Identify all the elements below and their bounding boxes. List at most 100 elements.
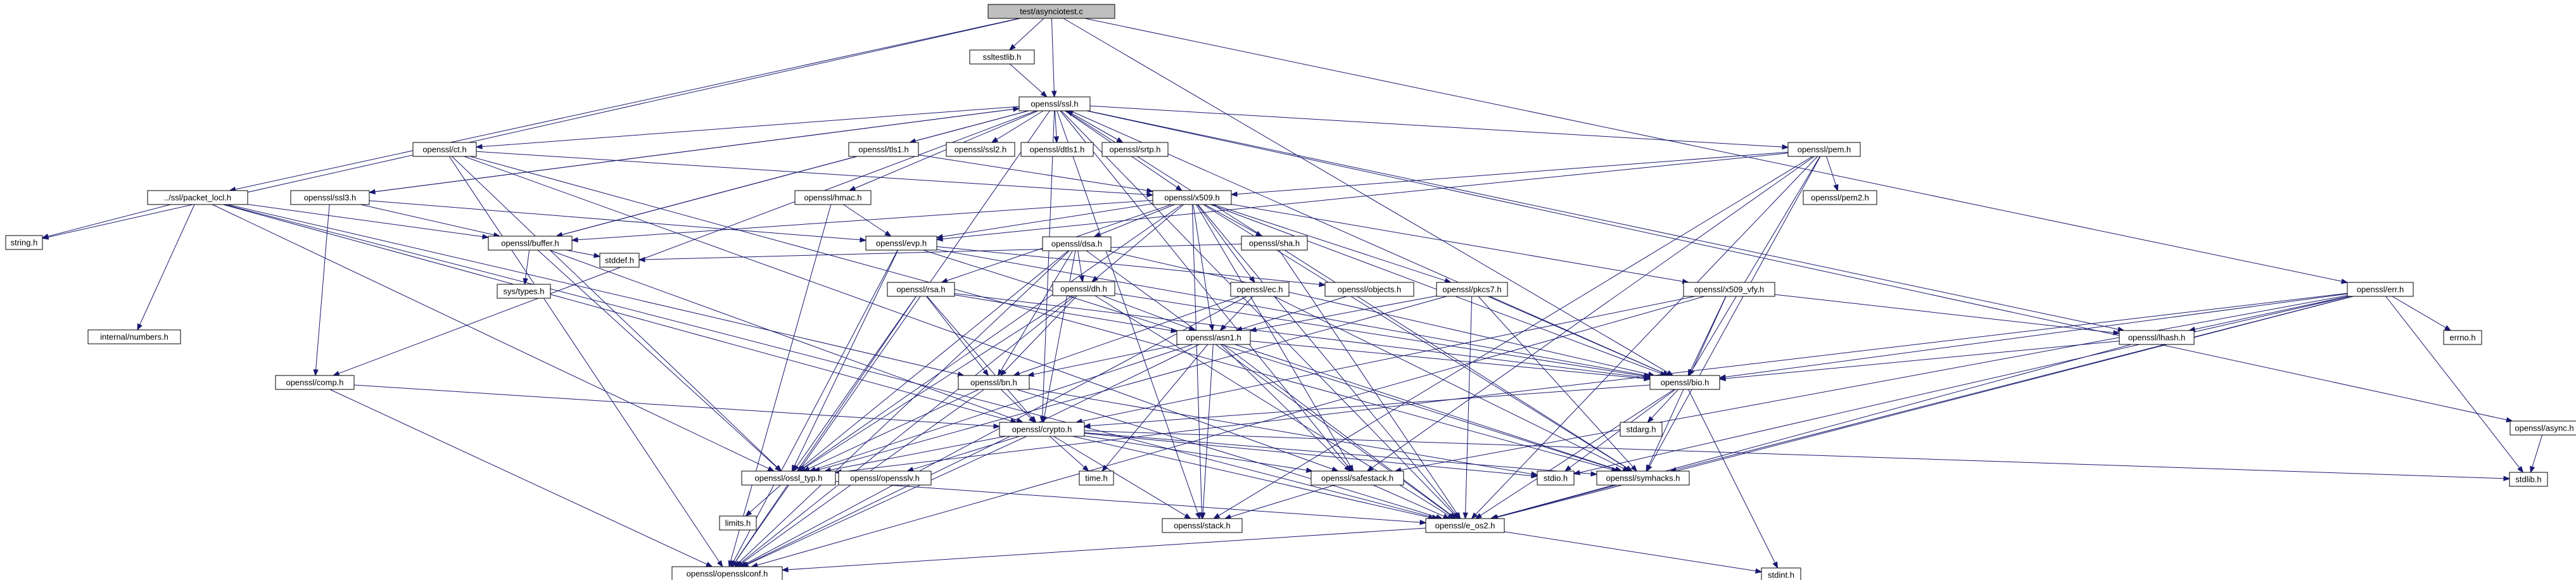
node-err[interactable]: openssl/err.h <box>2347 282 2414 297</box>
node-objects[interactable]: openssl/objects.h <box>1324 282 1414 297</box>
node-label: openssl/symhacks.h <box>1606 474 1680 483</box>
node-time[interactable]: time.h <box>1079 470 1114 486</box>
node-lhash[interactable]: openssl/lhash.h <box>2119 330 2195 345</box>
node-stdlib[interactable]: stdlib.h <box>2509 472 2548 487</box>
include-edge-asn1-to-opensslconf <box>746 344 1200 565</box>
include-edge-evp-to-opensslconf <box>733 249 898 562</box>
include-edge-eos2-to-opensslconf <box>787 527 1426 571</box>
node-stddef[interactable]: stddef.h <box>599 253 640 268</box>
node-box <box>1079 470 1114 486</box>
arrowhead-icon <box>1175 185 1183 191</box>
include-edge-dh-to-ossltyp <box>804 295 1074 469</box>
node-crypto[interactable]: openssl/crypto.h <box>999 422 1085 437</box>
node-dtls1[interactable]: openssl/dtls1.h <box>1020 142 1094 157</box>
include-edge-x509-to-eos2 <box>1197 204 1456 515</box>
node-opensslv[interactable]: openssl/opensslv.h <box>838 470 932 486</box>
arrowhead-icon <box>1230 191 1238 197</box>
node-box <box>2347 282 2414 297</box>
node-comp[interactable]: openssl/comp.h <box>275 375 355 390</box>
node-opensslconf[interactable]: openssl/opensslconf.h <box>671 566 783 580</box>
include-edge-dh-to-asn1 <box>1102 295 1190 329</box>
node-rsa[interactable]: openssl/rsa.h <box>887 282 955 297</box>
include-edge-x509-to-asn1 <box>1193 204 1212 325</box>
node-x509[interactable]: openssl/x509.h <box>1152 190 1232 205</box>
node-pem2[interactable]: openssl/pem2.h <box>1803 190 1877 205</box>
arrowhead-icon <box>1146 192 1154 198</box>
node-stdarg[interactable]: stdarg.h <box>1620 422 1663 437</box>
node-box <box>497 284 551 299</box>
node-stdint[interactable]: stdint.h <box>1761 567 1801 580</box>
node-box <box>5 235 43 250</box>
include-edge-crypto-to-stdlib <box>1084 430 2504 479</box>
node-x509vfy[interactable]: openssl/x509_vfy.h <box>1683 282 1775 297</box>
node-dh[interactable]: openssl/dh.h <box>1052 281 1115 296</box>
include-edge-ssl3-to-evp <box>369 200 861 241</box>
node-box <box>865 236 937 251</box>
include-edge-ec-to-opensslconf <box>745 296 1247 565</box>
node-ossltyp[interactable]: openssl/ossl_typ.h <box>741 470 836 486</box>
include-edge-sha-to-stddef <box>644 243 1242 260</box>
include-edge-pkcs7-to-asn1 <box>1255 295 1437 330</box>
node-label: openssl/stack.h <box>1174 521 1231 531</box>
arrowhead-icon <box>1462 512 1468 520</box>
node-dsa[interactable]: openssl/dsa.h <box>1042 236 1112 251</box>
node-safestack[interactable]: openssl/safestack.h <box>1310 470 1404 486</box>
node-label: time.h <box>1085 474 1107 483</box>
node-evp[interactable]: openssl/evp.h <box>865 236 937 251</box>
include-edge-err-to-lhash <box>2194 296 2349 330</box>
node-label: openssl/dh.h <box>1060 284 1107 294</box>
node-stdio[interactable]: stdio.h <box>1537 470 1575 486</box>
include-edge-ssl-to-dtls1 <box>1055 110 1057 137</box>
node-box <box>87 329 181 344</box>
node-pem[interactable]: openssl/pem.h <box>1787 142 1861 157</box>
node-label: openssl/e_os2.h <box>1435 521 1495 531</box>
node-async[interactable]: openssl/async.h <box>2509 420 2576 436</box>
node-asn1[interactable]: openssl/asn1.h <box>1176 330 1251 345</box>
include-edge-x509-to-buffer <box>577 199 1153 241</box>
node-systypes[interactable]: sys/types.h <box>497 284 551 299</box>
node-ssl3[interactable]: openssl/ssl3.h <box>290 190 370 205</box>
node-bio[interactable]: openssl/bio.h <box>1649 375 1720 390</box>
arrowhead-icon <box>1772 561 1779 569</box>
node-stack[interactable]: openssl/stack.h <box>1162 518 1243 533</box>
node-srtp[interactable]: openssl/srtp.h <box>1101 142 1169 157</box>
node-buffer[interactable]: openssl/buffer.h <box>488 236 573 251</box>
node-pkcs7[interactable]: openssl/pkcs7.h <box>1436 282 1508 297</box>
include-edge-x509-to-ossltyp <box>803 204 1183 469</box>
node-tls1[interactable]: openssl/tls1.h <box>848 142 919 157</box>
arrowhead-icon <box>1344 465 1351 472</box>
node-limits[interactable]: limits.h <box>719 515 757 531</box>
node-ct[interactable]: openssl/ct.h <box>412 142 477 157</box>
arrowhead-icon <box>523 278 528 286</box>
node-numbers[interactable]: internal/numbers.h <box>87 329 181 344</box>
arrowhead-icon <box>481 234 490 239</box>
include-edge-root-to-err <box>1084 18 2342 282</box>
node-string[interactable]: string.h <box>5 235 43 250</box>
include-edge-comp-to-crypto <box>353 384 994 427</box>
include-edge-bio-to-stdarg <box>1651 389 1679 419</box>
arrowhead-icon <box>993 423 1001 429</box>
node-box <box>1052 281 1115 296</box>
include-edge-asn1-to-symhacks <box>1234 344 1617 470</box>
node-sha[interactable]: openssl/sha.h <box>1241 236 1308 251</box>
node-ec[interactable]: openssl/ec.h <box>1230 282 1290 297</box>
node-packet[interactable]: ../ssl/packet_locl.h <box>147 190 248 205</box>
node-ssl[interactable]: openssl/ssl.h <box>1018 96 1091 111</box>
arrowhead-icon <box>1213 513 1221 519</box>
node-ssltestlib[interactable]: ssltestlib.h <box>969 49 1035 65</box>
node-label: openssl/dtls1.h <box>1030 145 1085 154</box>
include-edge-x509-to-pkcs7 <box>1213 204 1446 281</box>
node-ssl2[interactable]: openssl/ssl2.h <box>946 142 1015 157</box>
node-eos2[interactable]: openssl/e_os2.h <box>1425 518 1505 533</box>
arrowhead-icon <box>1170 327 1178 334</box>
node-errno[interactable]: errno.h <box>2443 330 2482 345</box>
include-edge-hmac-to-opensslconf <box>730 204 832 562</box>
node-label: openssl/evp.h <box>876 239 927 248</box>
arrowhead-icon <box>2530 465 2535 474</box>
arrowhead-icon <box>936 234 944 239</box>
include-edge-evp-to-bio <box>936 249 1645 376</box>
include-edge-asn1-to-time <box>1105 344 1209 467</box>
node-bn[interactable]: openssl/bn.h <box>958 375 1030 390</box>
node-symhacks[interactable]: openssl/symhacks.h <box>1596 470 1690 486</box>
node-hmac[interactable]: openssl/hmac.h <box>794 190 872 205</box>
